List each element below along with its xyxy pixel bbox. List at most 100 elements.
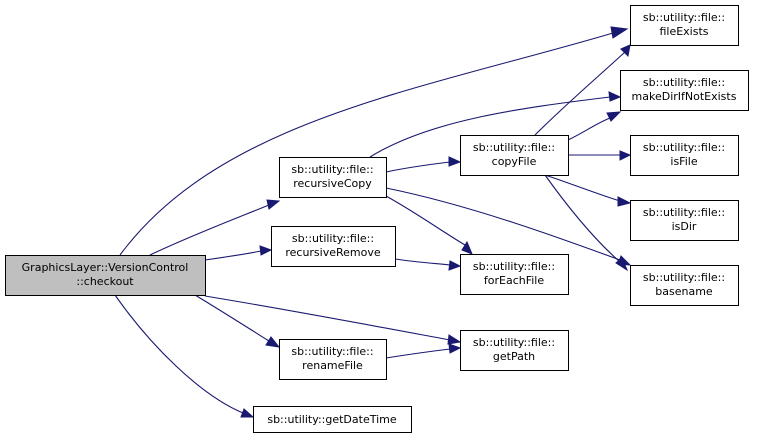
node-label: GraphicsLayer::VersionControl: [22, 261, 189, 274]
node-label: isFile: [670, 155, 697, 168]
node-label: sb::utility::file::: [291, 345, 373, 358]
node-label: sb::utility::file::: [292, 232, 374, 245]
node-label: sb::utility::getDateTime: [267, 413, 397, 426]
arrowhead-icon: [447, 334, 462, 345]
arrowhead-icon: [266, 199, 281, 210]
arrowhead-icon: [617, 196, 632, 207]
arrowhead-icon: [608, 91, 622, 102]
edge-line: [204, 295, 451, 341]
node-box: [630, 5, 739, 46]
edge-line: [567, 117, 611, 141]
edge-line: [149, 204, 270, 256]
node-box: [5, 255, 206, 296]
node-copyFile[interactable]: sb::utility::file::copyFile: [460, 135, 569, 176]
node-makeDirIfNotExists[interactable]: sb::utility::file::makeDirIfNotExists: [620, 70, 749, 111]
node-box: [460, 254, 569, 295]
edge-line: [204, 250, 262, 261]
node-isDir[interactable]: sb::utility::file::isDir: [630, 200, 739, 241]
edge-line: [385, 195, 466, 246]
arrowhead-icon: [461, 240, 473, 255]
node-box: [279, 339, 387, 380]
edge-recursiveCopy-to-copyFile: [385, 156, 462, 173]
edge-copyFile-to-isDir: [544, 174, 632, 207]
node-label: sb::utility::file::: [643, 206, 725, 219]
node-box: [460, 135, 569, 176]
edge-line: [544, 174, 621, 202]
edge-copyFile-to-isFile: [568, 150, 632, 161]
arrowhead-icon: [619, 150, 632, 161]
edge-checkout-to-recursiveRemove: [204, 245, 273, 261]
edge-checkout-to-getPath: [204, 295, 462, 345]
node-recursiveCopy[interactable]: sb::utility::file::recursiveCopy: [279, 157, 387, 198]
node-isFile[interactable]: sb::utility::file::isFile: [630, 135, 739, 176]
edge-copyFile-to-basename: [544, 174, 629, 272]
node-box: [630, 200, 739, 241]
edge-recursiveCopy-to-basename: [385, 187, 632, 266]
edge-checkout-to-recursiveCopy: [149, 199, 281, 256]
node-box: [253, 406, 412, 433]
node-label: sb::utility::file::: [643, 11, 725, 24]
arrowhead-icon: [448, 260, 462, 271]
arrowhead-icon: [448, 343, 462, 354]
edge-line: [194, 294, 270, 342]
edge-checkout-to-fileExists: [119, 26, 629, 256]
node-label: sb::utility::file::: [291, 163, 373, 176]
edges: [114, 26, 632, 418]
node-label: fileExists: [659, 25, 708, 38]
edge-recursiveCopy-to-forEachFile: [385, 195, 473, 255]
arrowhead-icon: [620, 44, 631, 58]
node-recursiveRemove[interactable]: sb::utility::file::recursiveRemove: [271, 226, 396, 267]
node-getPath[interactable]: sb::utility::file::getPath: [460, 330, 569, 371]
arrowhead-icon: [448, 156, 462, 167]
node-checkout[interactable]: GraphicsLayer::VersionControl::checkout: [5, 255, 206, 296]
nodes: GraphicsLayer::VersionControl::checkouts…: [5, 5, 749, 433]
node-box: [630, 135, 739, 176]
node-label: sb::utility::file::: [643, 141, 725, 154]
edge-line: [114, 294, 244, 414]
node-label: sb::utility::file::: [473, 336, 555, 349]
node-label: renameFile: [302, 359, 363, 372]
node-label: forEachFile: [484, 274, 544, 287]
node-label: makeDirIfNotExists: [632, 90, 737, 103]
node-renameFile[interactable]: sb::utility::file::renameFile: [279, 339, 387, 380]
arrowhead-icon: [265, 336, 281, 348]
arrowhead-icon: [259, 245, 273, 256]
edge-line: [394, 258, 451, 266]
edge-checkout-to-getDateTime: [114, 294, 255, 418]
node-label: sb::utility::file::: [643, 76, 725, 89]
node-box: [460, 330, 569, 371]
edge-copyFile-to-fileExists: [534, 44, 631, 136]
node-getDateTime[interactable]: sb::utility::getDateTime: [253, 406, 412, 433]
arrowhead-icon: [615, 257, 629, 272]
node-label: recursiveRemove: [285, 246, 381, 259]
node-label: sb::utility::file::: [643, 271, 725, 284]
edge-copyFile-to-makeDirIfNotExists: [567, 111, 622, 141]
node-box: [279, 157, 387, 198]
node-label: copyFile: [492, 155, 537, 168]
edge-renameFile-to-getPath: [385, 343, 462, 359]
node-label: recursiveCopy: [293, 177, 372, 190]
node-label: sb::utility::file::: [473, 260, 555, 273]
node-box: [630, 265, 739, 306]
node-label: basename: [655, 285, 713, 298]
edge-line: [369, 96, 611, 158]
edge-line: [544, 174, 621, 263]
edge-line: [385, 348, 451, 359]
node-label: getPath: [493, 350, 535, 363]
node-basename[interactable]: sb::utility::file::basename: [630, 265, 739, 306]
arrowhead-icon: [240, 408, 255, 418]
edge-checkout-to-renameFile: [194, 294, 281, 348]
node-label: isDir: [672, 220, 697, 233]
arrowhead-icon: [610, 26, 629, 39]
edge-recursiveCopy-to-makeDirIfNotExists: [369, 91, 622, 158]
node-label: sb::utility::file::: [473, 141, 555, 154]
node-box: [271, 226, 396, 267]
edge-line: [385, 187, 621, 261]
node-label: ::checkout: [76, 275, 134, 288]
node-forEachFile[interactable]: sb::utility::file::forEachFile: [460, 254, 569, 295]
node-fileExists[interactable]: sb::utility::file::fileExists: [630, 5, 739, 46]
edge-line: [534, 51, 626, 136]
node-box: [620, 70, 749, 111]
edge-line: [385, 161, 451, 173]
